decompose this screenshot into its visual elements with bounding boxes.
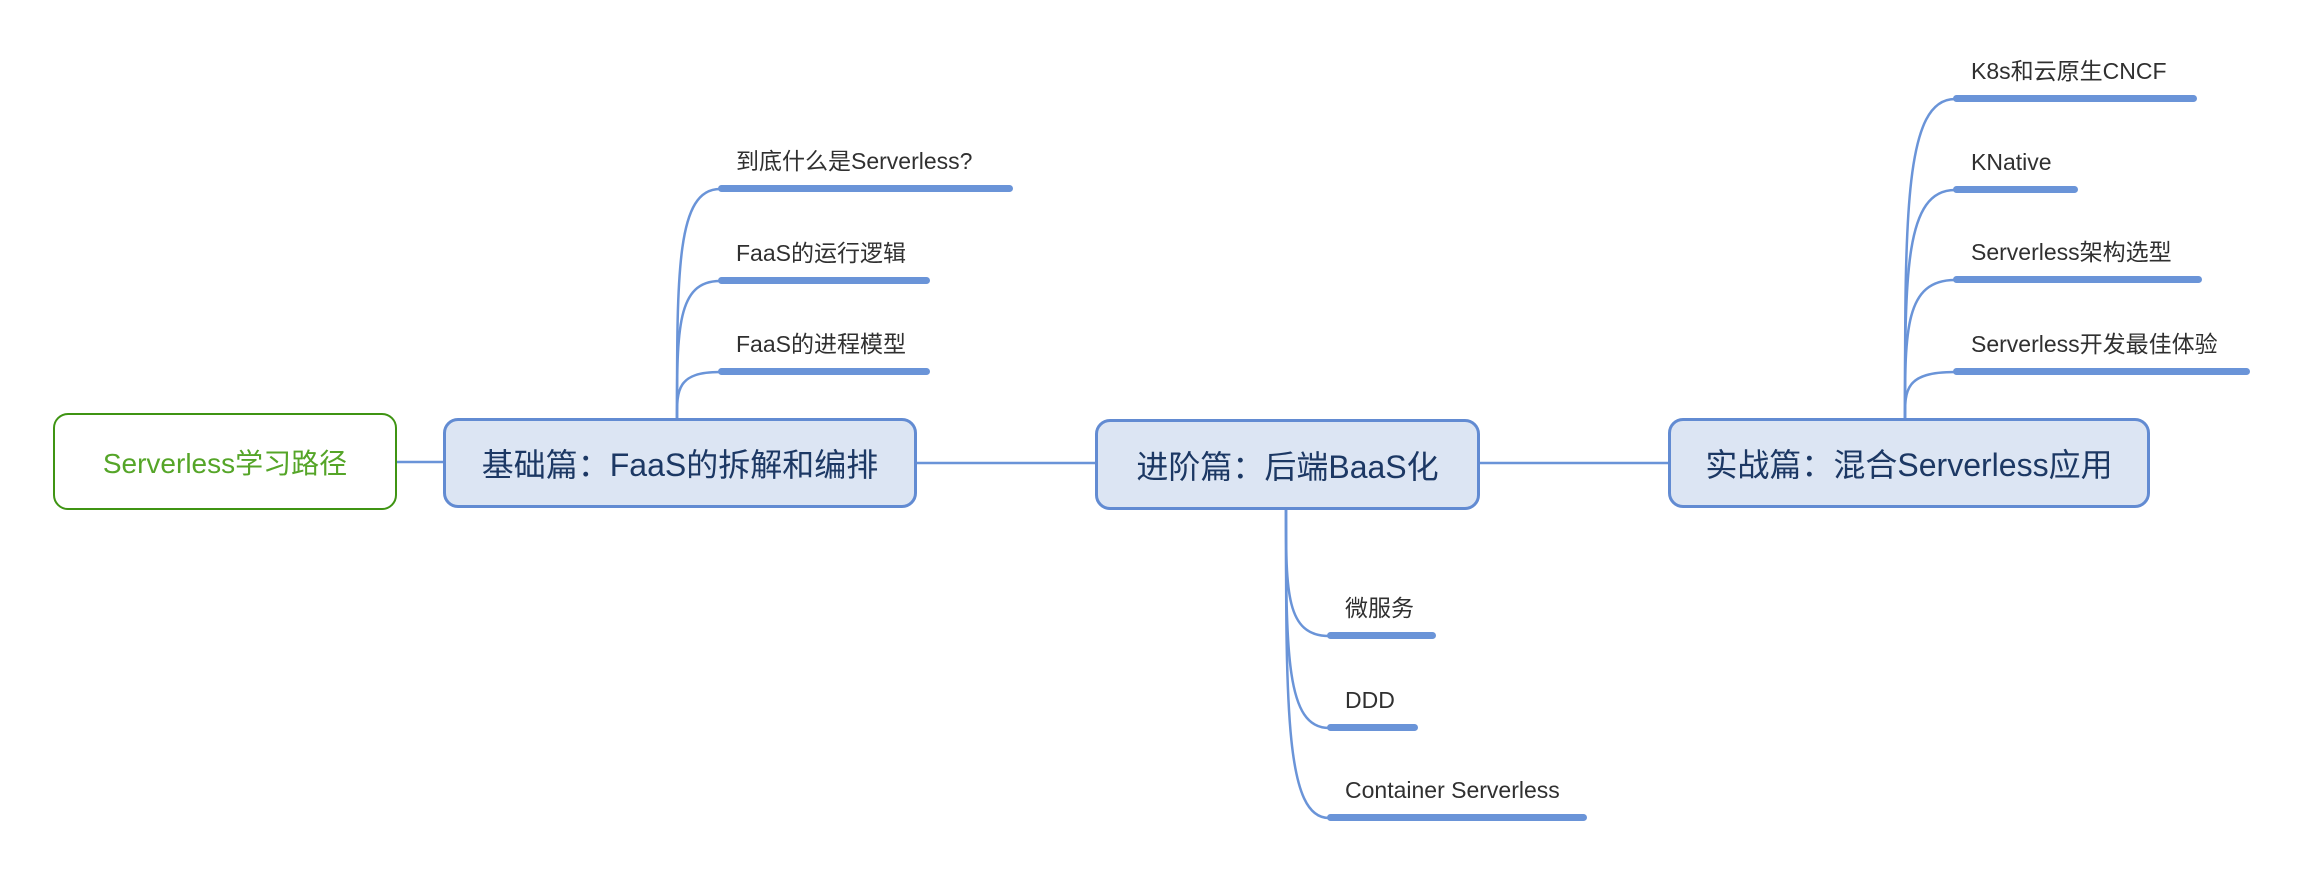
leaf-container-serverless[interactable]: Container Serverless	[1327, 775, 1587, 821]
leaf-label: DDD	[1345, 687, 1395, 713]
leaf-underline	[1327, 724, 1418, 731]
leaf-label: FaaS的进程模型	[736, 331, 906, 357]
node-topic-basics[interactable]: 基础篇：FaaS的拆解和编排	[443, 418, 917, 508]
leaf-label: KNative	[1971, 149, 2052, 175]
leaf-underline	[1327, 814, 1587, 821]
connector-practice-child-3	[1903, 278, 1956, 419]
leaf-best-dev-experience[interactable]: Serverless开发最佳体验	[1953, 329, 2250, 375]
leaf-microservices[interactable]: 微服务	[1327, 593, 1436, 639]
leaf-label: 微服务	[1345, 595, 1414, 621]
leaf-underline	[1953, 186, 2078, 193]
connector-advanced-child-3	[1284, 509, 1330, 820]
leaf-architecture-selection[interactable]: Serverless架构选型	[1953, 237, 2202, 283]
leaf-underline	[718, 277, 930, 284]
connector-basics-child-3	[675, 370, 721, 419]
leaf-what-is-serverless[interactable]: 到底什么是Serverless?	[718, 146, 1013, 192]
leaf-faas-process-model[interactable]: FaaS的进程模型	[718, 329, 930, 375]
leaf-ddd[interactable]: DDD	[1327, 685, 1418, 731]
leaf-label: Serverless开发最佳体验	[1971, 331, 2218, 357]
node-topic-advanced[interactable]: 进阶篇：后端BaaS化	[1095, 419, 1480, 510]
leaf-underline	[1953, 95, 2197, 102]
leaf-label: Container Serverless	[1345, 777, 1560, 803]
leaf-underline	[1327, 632, 1436, 639]
node-topic-practice-label: 实战篇：混合Serverless应用	[1705, 447, 2113, 483]
leaf-underline	[718, 185, 1013, 192]
node-root[interactable]: Serverless学习路径	[53, 413, 397, 510]
leaf-underline	[718, 368, 930, 375]
connector-practice-child-1	[1903, 97, 1956, 419]
leaf-label: FaaS的运行逻辑	[736, 240, 906, 266]
leaf-label: K8s和云原生CNCF	[1971, 58, 2167, 84]
node-topic-basics-label: 基础篇：FaaS的拆解和编排	[481, 447, 879, 483]
leaf-underline	[1953, 276, 2202, 283]
node-topic-advanced-label: 进阶篇：后端BaaS化	[1136, 448, 1439, 485]
leaf-underline	[1953, 368, 2250, 375]
node-topic-practice[interactable]: 实战篇：混合Serverless应用	[1668, 418, 2150, 508]
node-root-label: Serverless学习路径	[102, 447, 348, 479]
leaf-faas-run-logic[interactable]: FaaS的运行逻辑	[718, 238, 930, 284]
leaf-label: 到底什么是Serverless?	[736, 148, 973, 174]
connector-advanced-child-2	[1284, 509, 1330, 730]
connector-basics-child-2	[675, 279, 721, 419]
leaf-knative[interactable]: KNative	[1953, 147, 2078, 193]
leaf-label: Serverless架构选型	[1971, 239, 2172, 265]
leaf-k8s-cncf[interactable]: K8s和云原生CNCF	[1953, 56, 2197, 102]
connector-practice-child-4	[1903, 370, 1956, 419]
connector-advanced-child-1	[1284, 509, 1330, 638]
